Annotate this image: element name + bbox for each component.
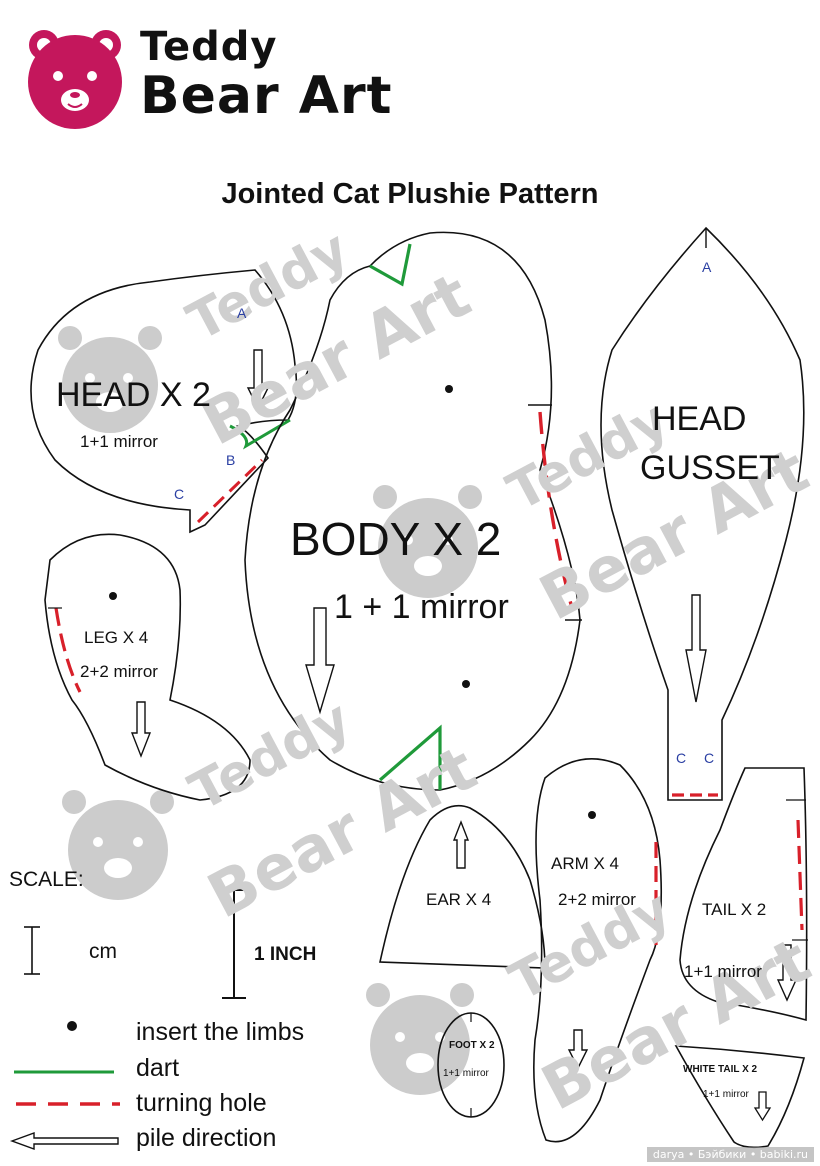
foot-note: 1+1 mirror [443,1068,489,1079]
body-limb-dot-bottom [462,680,470,688]
legend-dart-text: dart [136,1054,180,1082]
scale-inch-bar [222,889,246,999]
white-tail-piece-outline [674,1045,806,1149]
ear-label: EAR X 4 [426,890,492,909]
foot-label: FOOT X 2 [449,1040,495,1051]
leg-turning-hole [54,607,82,693]
tail-label: TAIL X 2 [702,900,767,919]
arm-limb-dot [588,811,596,819]
page-title: Jointed Cat Plushie Pattern [221,178,599,210]
body-pile-arrow-icon [305,607,335,715]
tail-pile-arrow-icon [776,944,798,1002]
body-label: BODY X 2 [290,513,502,565]
scale-cm-label: cm [89,940,117,963]
watermark-bear-icon [62,790,174,900]
gusset-point-c-right: C [704,750,715,766]
gusset-point-a: A [702,259,712,275]
head-point-b: B [226,452,236,468]
leg-pile-arrow-icon [130,701,152,758]
legend-dot-icon [67,1021,77,1031]
body-limb-dot-top [445,385,453,393]
head-label: HEAD X 2 [56,376,211,414]
arm-label: ARM X 4 [551,854,620,873]
head-point-a: A [237,305,247,321]
body-dart-top [369,243,412,287]
body-turning-hole [538,411,574,609]
head-point-c: C [174,486,185,502]
tail-piece-outline [679,767,808,1022]
leg-note: 2+2 mirror [80,662,158,681]
scale-cm-bar [24,926,40,975]
credit-badge: darya • Бэйбики • babiki.ru [646,1147,814,1162]
head-gusset-label-2: GUSSET [640,449,780,487]
ear-piece-outline [379,804,546,969]
legend-arrow-icon [9,1132,119,1150]
scale-label: SCALE: [9,868,84,891]
gusset-point-c-left: C [676,750,687,766]
head-dart [229,418,291,450]
logo-bear-icon [28,30,122,129]
tail-turning-hole [796,819,804,931]
white-tail-label: WHITE TAIL X 2 [683,1064,758,1075]
head-gusset-piece-outline [600,226,805,801]
arm-pile-arrow-icon [567,1029,589,1070]
legend-pile-direction-text: pile direction [136,1124,277,1152]
body-piece-outline [244,231,581,791]
body-note: 1 + 1 mirror [334,588,509,626]
head-note: 1+1 mirror [80,432,158,451]
white-tail-pile-arrow-icon [753,1091,772,1122]
ear-pile-arrow-icon [452,820,470,869]
head-piece-outline [30,269,298,534]
white-tail-note: 1+1 mirror [703,1089,749,1100]
watermark-bear-icon [58,326,162,433]
leg-label: LEG X 4 [84,628,149,647]
scale-inch-label: 1 INCH [254,944,317,965]
leg-piece-outline [44,533,251,801]
gusset-pile-arrow-icon [685,594,707,703]
logo-text-teddy: Teddy [140,24,278,70]
watermark-bear-icon [373,485,482,598]
legend-dot-text: insert the limbs [136,1018,305,1046]
leg-limb-dot [109,592,117,600]
watermark-bear-icon [366,983,474,1095]
arm-note: 2+2 mirror [558,890,636,909]
logo-text-bear-art: Bear Art [140,66,393,126]
body-dart-bottom [378,724,442,790]
head-turning-hole [196,458,264,524]
head-gusset-label-1: HEAD [652,400,747,438]
tail-note: 1+1 mirror [684,962,762,981]
head-pile-arrow-icon [246,349,270,410]
legend-turning-hole-text: turning hole [136,1089,267,1117]
arm-piece-outline [533,758,663,1143]
